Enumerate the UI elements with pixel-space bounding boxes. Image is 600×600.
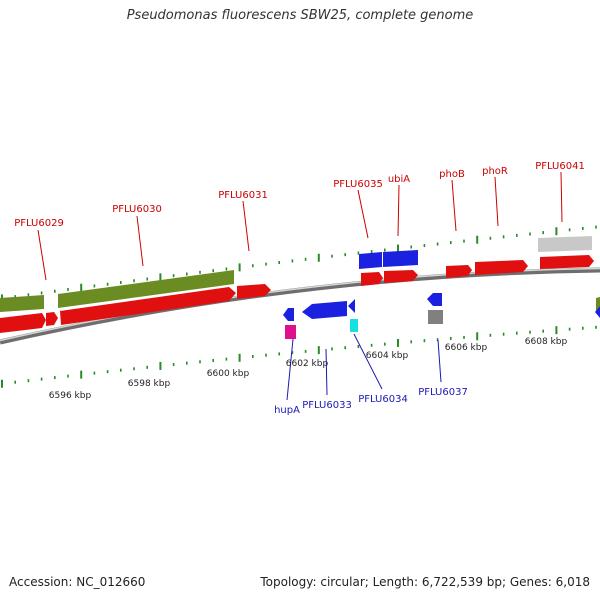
gene-label-pflu6030[interactable]: PFLU6030	[112, 204, 162, 215]
cds-arrow[interactable]	[46, 312, 58, 326]
label-line-pflu6034	[353, 333, 383, 390]
label-line-pflu6030	[136, 215, 144, 267]
gene-label-pflu6041[interactable]: PFLU6041	[535, 161, 585, 172]
green-feature[interactable]	[0, 295, 44, 312]
label-line-pflu6041	[560, 171, 563, 223]
cds-arrow-pflu6029[interactable]	[0, 313, 46, 333]
scale-label: 6600 kbp	[207, 369, 250, 379]
blue-feature[interactable]	[383, 250, 418, 267]
bottom-tick-ring	[1, 325, 597, 388]
label-line-pflu6029	[37, 229, 47, 281]
scale-label: 6608 kbp	[525, 337, 568, 347]
label-line-phor	[494, 176, 499, 227]
cds-arrow-pflu6035[interactable]	[361, 272, 383, 286]
gene-label-pflu6035[interactable]: PFLU6035	[333, 179, 383, 190]
cds-arrow-phor[interactable]	[475, 260, 528, 275]
pflu6034-arrow[interactable]	[348, 299, 355, 313]
genome-backbone	[0, 267, 600, 345]
pflu6034-feature[interactable]	[350, 319, 358, 332]
label-line-hupa	[286, 338, 294, 401]
gene-label-hupa[interactable]: hupA	[274, 405, 300, 416]
cds-arrow-pflu6041[interactable]	[540, 255, 594, 269]
scale-label: 6596 kbp	[49, 391, 92, 401]
label-line-ubia	[397, 184, 400, 237]
gene-label-ubia[interactable]: ubiA	[388, 174, 410, 185]
label-line-pflu6033	[325, 348, 328, 396]
light-gray-feature[interactable]	[538, 236, 592, 252]
genome-title: Pseudomonas fluorescens SBW25, complete …	[126, 8, 474, 23]
hupa-arrow[interactable]	[283, 308, 294, 321]
top-tick-ring	[1, 225, 597, 303]
pflu6037-feature[interactable]	[428, 310, 443, 324]
pflu6033-arrow[interactable]	[302, 301, 347, 319]
cds-arrow-pflu6030[interactable]	[60, 287, 236, 325]
blue-feature[interactable]	[359, 252, 382, 269]
gene-label-pflu6031[interactable]: PFLU6031	[218, 190, 268, 201]
gene-label-pflu6037[interactable]: PFLU6037	[418, 387, 468, 398]
scale-label: 6602 kbp	[286, 359, 329, 369]
gene-label-pflu6029[interactable]: PFLU6029	[14, 218, 64, 229]
genome-backbone-highlight	[0, 267, 600, 342]
gene-label-pflu6034[interactable]: PFLU6034	[358, 394, 408, 405]
label-line-pflu6031	[242, 200, 250, 252]
label-line-phob	[451, 179, 457, 232]
hupa-feature[interactable]	[285, 325, 296, 339]
label-line-pflu6037	[437, 339, 442, 383]
cds-arrow-pflu6031[interactable]	[237, 284, 271, 299]
scale-label: 6598 kbp	[128, 379, 171, 389]
gene-label-phob[interactable]: phoB	[439, 169, 465, 180]
green-feature[interactable]	[58, 270, 234, 308]
edge-blue-arrow[interactable]	[595, 306, 600, 318]
scale-label: 6606 kbp	[445, 343, 488, 353]
cds-arrow-ubia[interactable]	[384, 270, 418, 283]
label-line-pflu6035	[357, 189, 369, 239]
bottom-gene-labels	[286, 333, 442, 401]
accession-label: Accession: NC_012660	[9, 575, 146, 589]
gene-label-pflu6033[interactable]: PFLU6033	[302, 400, 352, 411]
top-gene-labels	[37, 171, 563, 281]
gene-label-phor[interactable]: phoR	[482, 166, 508, 177]
genome-summary: Topology: circular; Length: 6,722,539 bp…	[260, 575, 590, 589]
scale-label: 6604 kbp	[366, 351, 409, 361]
pflu6037-arrow[interactable]	[427, 293, 442, 306]
cds-arrow-phob[interactable]	[446, 265, 472, 278]
